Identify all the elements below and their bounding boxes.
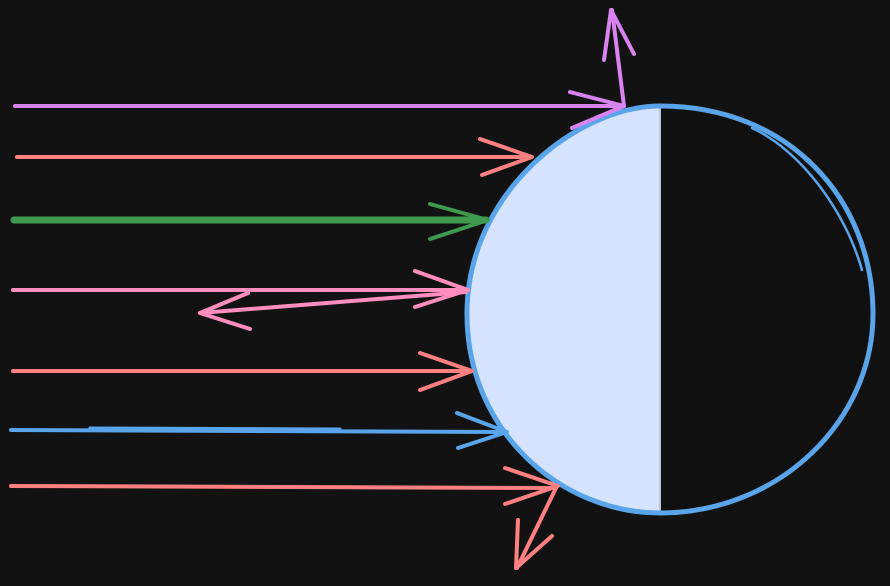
- ray-arrowhead: [413, 269, 470, 309]
- incoming-ray-salmon-2: [11, 351, 474, 392]
- reflected-ray-down: [515, 486, 558, 570]
- incoming-ray-salmon-1: [15, 137, 534, 177]
- ray-line: [9, 428, 507, 434]
- reflected-ray-back: [198, 290, 468, 315]
- ray-arrowhead: [478, 137, 534, 177]
- ray-arrowhead: [428, 202, 490, 241]
- reflected-ray-up: [610, 8, 626, 108]
- sphere-outline-sketch: [750, 126, 864, 272]
- dark-hemisphere: [660, 108, 872, 512]
- ray-arrowhead: [455, 411, 509, 450]
- ray-arrowhead: [418, 351, 474, 392]
- reflected-arrowhead: [602, 8, 636, 62]
- incoming-ray-pink: [11, 269, 470, 331]
- incoming-ray-blue: [9, 411, 509, 450]
- ray-line: [9, 484, 558, 490]
- incoming-ray-violet: [13, 8, 636, 130]
- reflected-arrowhead: [198, 291, 252, 331]
- lit-hemisphere: [467, 108, 660, 512]
- ray-line-sketch: [88, 426, 342, 431]
- ray-arrowhead: [503, 466, 560, 506]
- reflected-arrowhead: [514, 518, 554, 570]
- incoming-ray-green: [10, 202, 490, 241]
- sphere-outline: [464, 103, 876, 516]
- incoming-ray-salmon-3: [9, 466, 560, 570]
